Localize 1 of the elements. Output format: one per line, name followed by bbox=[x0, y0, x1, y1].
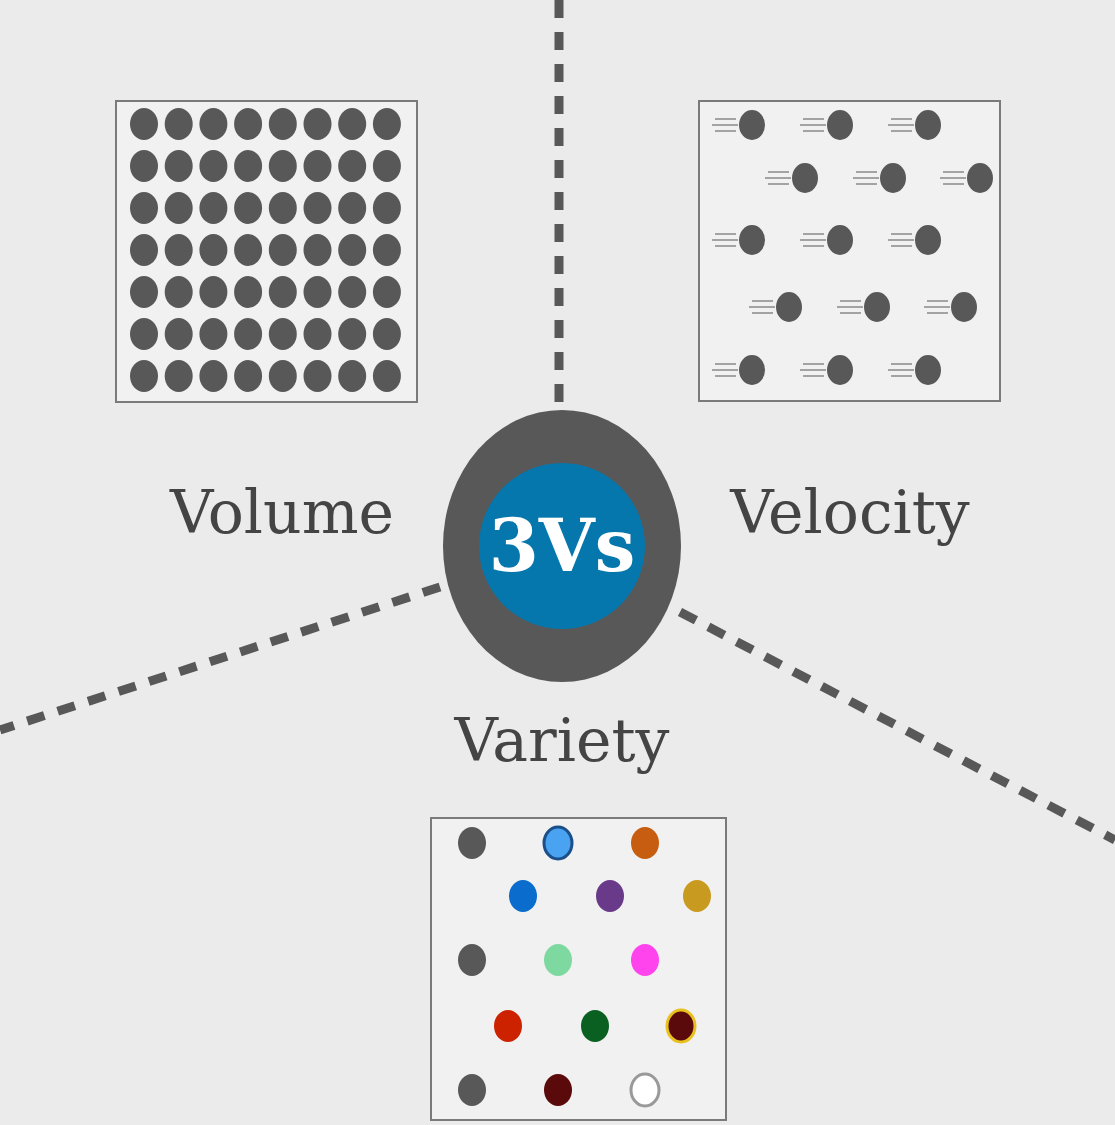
category-label: Volume bbox=[169, 482, 395, 542]
